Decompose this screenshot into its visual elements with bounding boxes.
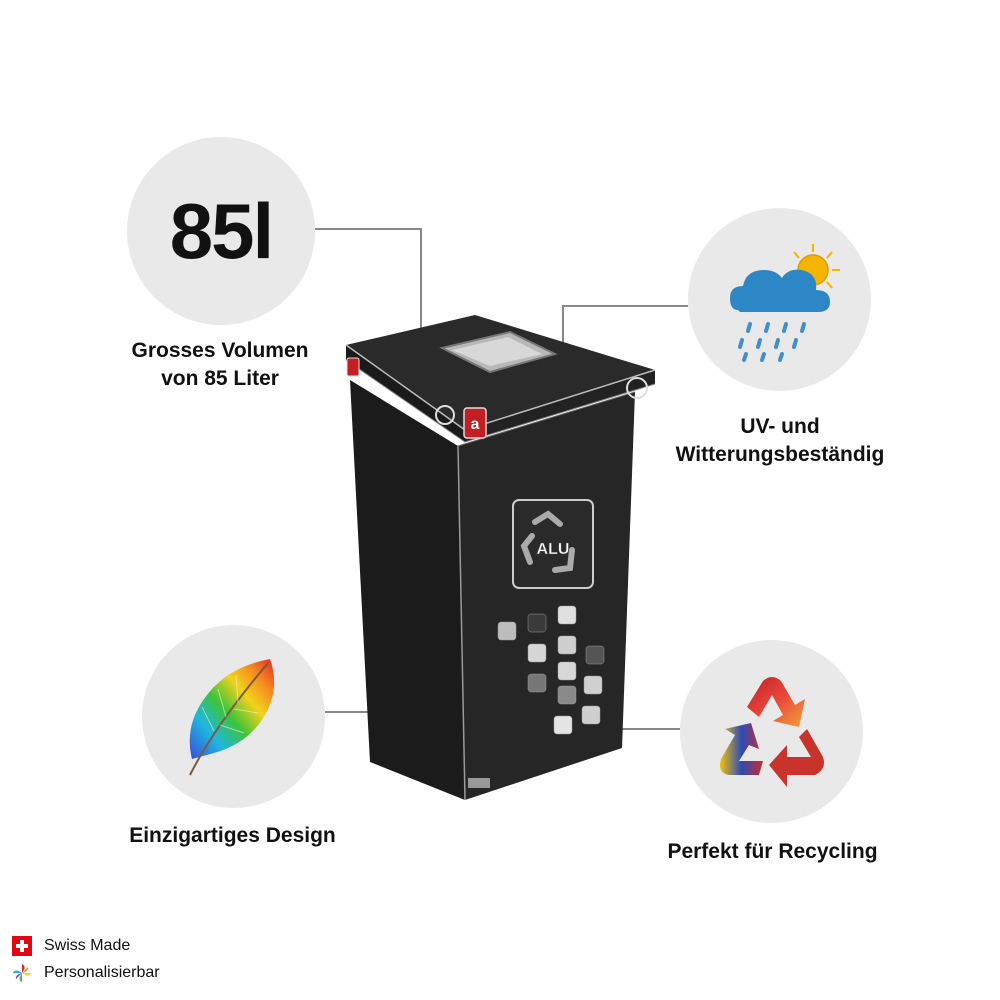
footer-personal-text: Personalisierbar [44, 964, 160, 981]
footer-swiss-text: Swiss Made [44, 937, 131, 954]
weather-caption-line1: UV- und [740, 415, 820, 438]
cloud-sun-rain-icon [729, 243, 840, 362]
volume-circle: 85l [127, 137, 315, 325]
swiss-flag-icon [12, 936, 32, 956]
connector-recycle-h [586, 728, 680, 730]
recycling-icon [719, 676, 824, 787]
color-pinwheel-icon [13, 964, 31, 982]
connector-volume-h [315, 228, 421, 230]
rainbow-feather-icon [188, 658, 274, 775]
design-circle [142, 625, 325, 808]
weather-circle [688, 208, 871, 391]
footer-swiss-made: Swiss Made [12, 936, 130, 956]
weather-caption-line2: Witterungsbeständig [675, 443, 885, 466]
recycle-caption: Perfekt für Recycling [667, 840, 878, 863]
connector-volume-v [420, 228, 422, 354]
volume-big-text: 85l [169, 186, 274, 275]
connector-design-h [325, 711, 405, 713]
volume-caption-line2: von 85 Liter [161, 367, 279, 390]
bin-alu-label: ALU [537, 541, 570, 558]
svg-text:a: a [471, 416, 480, 433]
footer-personalisierbar: Personalisierbar [12, 963, 160, 983]
volume-caption: Grosses Volumen von 85 Liter [100, 337, 340, 393]
design-caption: Einzigartiges Design [129, 824, 336, 847]
connector-weather-v [562, 305, 564, 357]
volume-caption-line1: Grosses Volumen [131, 339, 309, 362]
weather-caption: UV- und Witterungsbeständig [640, 413, 920, 469]
connector-weather-h [563, 305, 688, 307]
recycle-circle [680, 640, 863, 823]
recycling-bin-image: a ALU [345, 315, 656, 800]
